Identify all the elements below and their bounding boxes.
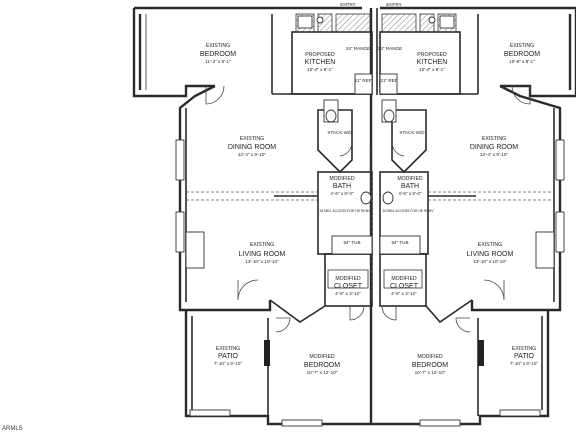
left-patio-name: PATIO [218,353,239,360]
left-bath-note: 34"MIN. ACCESS FOR HE RKNV [320,209,372,213]
left-bedroom-top-status: EXISTING [206,43,230,49]
watermark: ARMLS [2,426,23,432]
left-living-status: EXISTING [250,242,274,248]
right-closet-dims: 4'-6" x 3'-10" [391,291,417,296]
left-patio-status: EXISTING [216,346,240,352]
left-bath-name: BATH [333,183,351,190]
right-bedroom-bottom-name: BEDROOM [412,362,448,369]
left-kitchen-status: PROPOSED [305,52,335,58]
left-bedroom-bottom-name: BEDROOM [304,362,340,369]
left-ref-label: 21" REF [354,78,371,83]
right-bath-dims: 4'-6" x 8'-0" [398,191,422,196]
left-tub-label: 54" TUB [343,240,360,245]
right-kitchen-status: PROPOSED [417,52,447,58]
right-closet-name: CLOSET [390,283,419,290]
entry-mark-left: ENTRY [340,2,356,7]
right-unit-labels: EXISTING BEDROOM 10'-9" x 8'-1" PROPOSED… [378,43,540,375]
right-bath-status: MODIFIED [397,176,423,182]
left-dining-dims: 13'-4" x 9'-10" [238,152,267,157]
right-bath-note: 34"MIN. ACCESS FOR HE RKNV [383,209,435,213]
right-kitchen-dims: 10'-4" x 8'-1" [419,67,445,72]
windows [175,139,565,427]
left-bedroom-top-dims: 11'-3" x 8'-1" [205,59,231,64]
left-bedroom-bottom-status: MODIFIED [309,354,335,360]
left-range-label: 24" RANGE [346,46,370,51]
right-kitchen-name: KITCHEN [417,59,448,66]
left-stack-label: STACK W/D [327,130,353,135]
right-range-label: 24" RANGE [378,46,402,51]
right-patio-status: EXISTING [512,346,536,352]
right-tub-label: 54" TUB [391,240,408,245]
left-kitchen-dims: 10'-4" x 8'-1" [307,67,333,72]
right-stack-label: STACK W/D [399,130,425,135]
overhead-lines [186,150,554,300]
right-dining-status: EXISTING [482,136,506,142]
left-dining-status: EXISTING [240,136,264,142]
right-bedroom-top-name: BEDROOM [504,51,540,58]
left-unit-labels: EXISTING BEDROOM 11'-3" x 8'-1" PROPOSED… [200,43,372,375]
right-bedroom-top-status: EXISTING [510,43,534,49]
left-closet-status: MODIFIED [335,276,361,282]
right-bedroom-bottom-dims: 10'-7" x 12'-10" [415,370,446,375]
left-bedroom-bottom-dims: 10'-7" x 12'-10" [307,370,338,375]
right-living-dims: 13'-10" x 10'-10" [473,259,507,264]
left-kitchen-name: KITCHEN [305,59,336,66]
left-bath-dims: 4'-6" x 8'-0" [330,191,354,196]
entry-mark-right: ENTRY [386,2,402,7]
left-living-name: LIVING ROOM [239,251,286,258]
left-bedroom-top-name: BEDROOM [200,51,236,58]
left-closet-name: CLOSET [334,283,363,290]
right-dining-dims: 13'-4" x 9'-10" [480,152,509,157]
right-living-status: EXISTING [478,242,502,248]
right-patio-dims: 7'-10" x 8'-10" [510,361,539,366]
left-bath-status: MODIFIED [329,176,355,182]
right-bath-name: BATH [401,183,419,190]
right-living-name: LIVING ROOM [467,251,514,258]
left-living-dims: 13'-10" x 10'-10" [245,259,279,264]
right-dining-name: DINING ROOM [470,144,518,151]
left-dining-name: DINING ROOM [228,144,276,151]
right-bedroom-bottom-status: MODIFIED [417,354,443,360]
door-swings [205,85,531,333]
kitchen-fixtures [295,13,457,95]
right-closet-status: MODIFIED [391,276,417,282]
bath-fixtures [323,99,423,289]
left-patio-dims: 7'-10" x 9'-10" [214,361,243,366]
entry-marks: ENTRY ENTRY [340,2,402,7]
left-closet-dims: 4'-6" x 3'-10" [335,291,361,296]
right-patio-name: PATIO [514,353,535,360]
right-ref-label: 21" REF [380,78,397,83]
right-bedroom-top-dims: 10'-9" x 8'-1" [509,59,535,64]
